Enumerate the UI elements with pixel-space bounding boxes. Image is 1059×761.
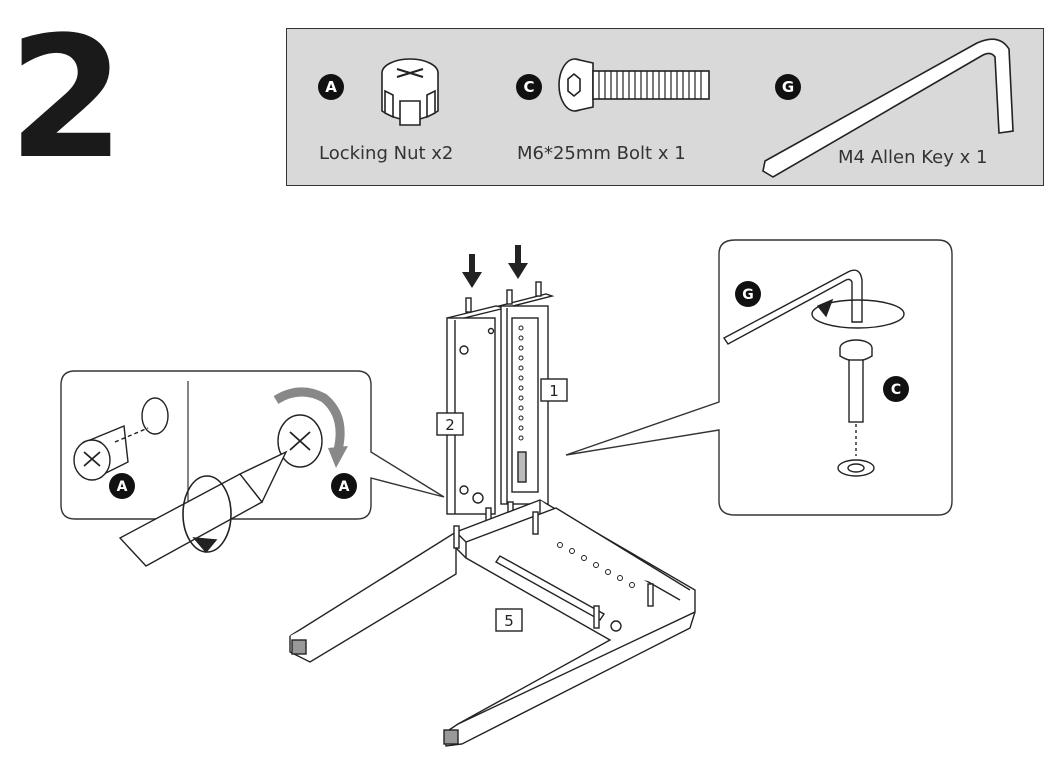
- panel-label-5-box: [495, 608, 523, 632]
- part-badge-a: A: [318, 74, 344, 100]
- panel-label-1: 1: [549, 382, 559, 400]
- parts-illustrations: [381, 38, 1014, 178]
- panel-label-2-box: [436, 412, 464, 436]
- down-arrow-icons: [462, 245, 528, 288]
- bolt-icon: [558, 58, 710, 112]
- callout-badge-a-left: A: [117, 479, 128, 495]
- bolt-detail: [837, 339, 875, 477]
- allen-key-detail: [722, 269, 905, 345]
- slat-bar: [494, 555, 622, 632]
- frame-bolts: [453, 511, 654, 629]
- callout-badge-a-right-bg: [331, 473, 357, 499]
- base-frame: [289, 499, 696, 747]
- panel-label-1-box: [540, 378, 568, 402]
- part-caption-bolt: M6*25mm Bolt x 1: [517, 143, 686, 164]
- callout-badge-a-right: A: [339, 479, 350, 495]
- rotate-clockwise-arrow: [273, 387, 345, 452]
- part-caption-locking-nut: Locking Nut x2: [319, 143, 454, 164]
- callout-badge-g: G: [742, 287, 754, 303]
- parts-panel: A Locking Nut x2 C M6*25mm Bolt x 1 G M4…: [286, 28, 1044, 186]
- panel-label-5: 5: [504, 612, 514, 630]
- callout-badge-c: C: [891, 382, 901, 398]
- part-badge-g: G: [775, 74, 801, 100]
- part-caption-allen-key: M4 Allen Key x 1: [838, 147, 988, 168]
- allen-key-icon: [762, 38, 1014, 178]
- callout-badge-c-bg: [883, 376, 909, 402]
- panel-2: [446, 297, 506, 515]
- callout-badge-g-bg: [735, 281, 761, 307]
- locking-nut-icon: [381, 58, 439, 126]
- panel-1: [496, 281, 555, 505]
- cam-nut-detail-2: [277, 414, 323, 468]
- panel-label-2: 2: [445, 416, 455, 434]
- part-badge-c: C: [516, 74, 542, 100]
- cam-nut-detail: [73, 397, 169, 481]
- callout-badge-a-left-bg: [109, 473, 135, 499]
- base-frame-holes: [557, 542, 635, 588]
- step-number: 2: [8, 0, 125, 196]
- screwdriver-icon: [118, 450, 288, 567]
